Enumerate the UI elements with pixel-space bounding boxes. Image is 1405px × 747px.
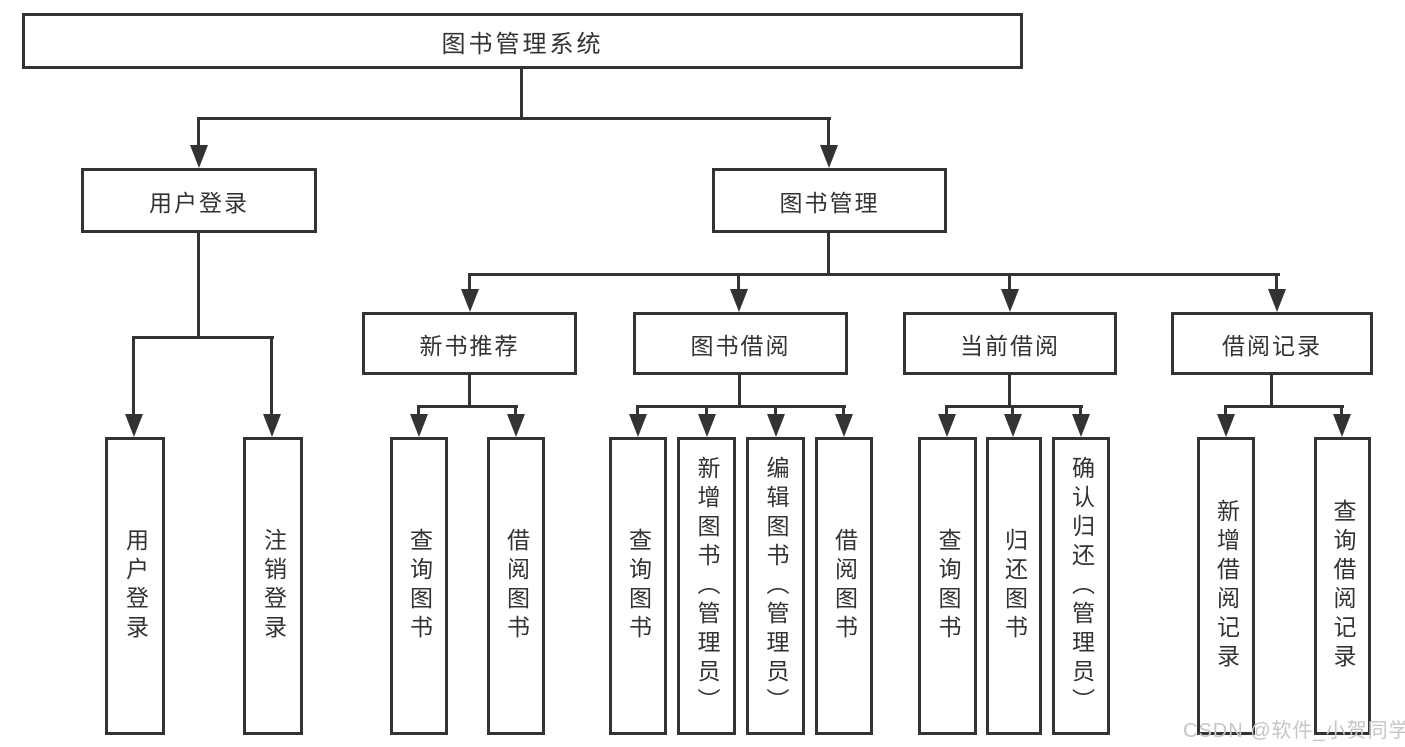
leaf-label: 注销登录	[260, 528, 287, 644]
leaf-label: 查询图书	[406, 528, 433, 644]
connector-line	[520, 69, 523, 120]
connector-line	[1079, 405, 1082, 416]
connector-line	[1008, 375, 1011, 408]
connector-line	[636, 405, 639, 416]
leaf-label: 确认归还（管理员）	[1068, 455, 1095, 717]
leaf-label: 新增借阅记录	[1213, 499, 1240, 673]
leaf-label: 新增图书（管理员）	[694, 455, 720, 717]
connector-line	[132, 336, 135, 416]
leaf-label: 查询图书	[935, 528, 961, 644]
leaf-label: 编辑图书（管理员）	[763, 455, 789, 717]
connector-line	[468, 375, 471, 408]
arrowhead-down-icon	[938, 414, 956, 437]
arrowhead-down-icon	[125, 414, 143, 437]
connector-line	[827, 117, 830, 148]
arrowhead-down-icon	[263, 414, 281, 437]
connector-line	[774, 405, 777, 416]
leaf-borrow-query-books: 查询图书	[609, 437, 667, 735]
connector-line	[132, 336, 274, 339]
connector-line	[738, 375, 741, 408]
node-book-management: 图书管理	[712, 168, 947, 233]
leaf-add-borrow-record: 新增借阅记录	[1197, 437, 1255, 735]
connector-line	[1224, 405, 1344, 408]
node-borrowing-records: 借阅记录	[1171, 312, 1373, 375]
leaf-label: 归还图书	[1001, 528, 1028, 644]
node-label: 当前借阅	[960, 332, 1060, 359]
connector-line	[197, 117, 200, 148]
connector-line	[468, 273, 471, 293]
leaf-label: 查询图书	[625, 528, 652, 644]
connector-line	[1340, 405, 1343, 416]
arrowhead-down-icon	[1268, 289, 1286, 312]
arrowhead-down-icon	[1072, 414, 1090, 437]
connector-line	[945, 405, 948, 416]
connector-line	[417, 405, 518, 408]
arrowhead-down-icon	[820, 145, 838, 168]
connector-line	[270, 336, 273, 416]
node-label: 图书管理系统	[441, 30, 604, 58]
leaf-current-query-books: 查询图书	[918, 437, 977, 735]
connector-line	[1270, 375, 1273, 408]
arrowhead-down-icon	[767, 414, 785, 437]
arrowhead-down-icon	[1004, 414, 1022, 437]
node-user-login: 用户登录	[81, 168, 317, 233]
leaf-rec-query-books: 查询图书	[390, 437, 448, 735]
node-current-borrowing: 当前借阅	[903, 312, 1117, 375]
connector-line	[1224, 405, 1227, 416]
connector-line	[705, 405, 708, 416]
node-new-book-recommendation: 新书推荐	[362, 312, 577, 375]
connector-line	[514, 405, 517, 416]
connector-line	[636, 405, 846, 408]
leaf-edit-books-admin: 编辑图书（管理员）	[746, 437, 805, 735]
arrowhead-down-icon	[730, 289, 748, 312]
leaf-rec-borrow-books: 借阅图书	[487, 437, 545, 735]
connector-line	[197, 117, 831, 120]
leaf-label: 用户登录	[122, 528, 149, 644]
arrowhead-down-icon	[1217, 414, 1235, 437]
arrowhead-down-icon	[1333, 414, 1351, 437]
connector-line	[1011, 405, 1014, 416]
leaf-label: 借阅图书	[831, 528, 858, 644]
connector-line	[417, 405, 420, 416]
node-label: 新书推荐	[419, 332, 520, 359]
connector-line	[945, 405, 1083, 408]
node-library-management-system: 图书管理系统	[22, 13, 1023, 69]
connector-line	[842, 405, 845, 416]
leaf-query-borrow-record: 查询借阅记录	[1314, 437, 1371, 735]
connector-line	[197, 233, 200, 339]
leaf-return-books: 归还图书	[986, 437, 1042, 735]
arrowhead-down-icon	[461, 289, 479, 312]
csdn-watermark: CSDN @软件_小贺同学	[1183, 720, 1405, 742]
node-label: 图书管理	[779, 189, 880, 216]
node-label: 图书借阅	[690, 332, 791, 359]
leaf-logout: 注销登录	[243, 437, 303, 735]
node-book-borrowing: 图书借阅	[633, 312, 848, 375]
node-label: 借阅记录	[1222, 332, 1322, 359]
arrowhead-down-icon	[1001, 289, 1019, 312]
leaf-add-books-admin: 新增图书（管理员）	[677, 437, 736, 735]
leaf-label: 查询借阅记录	[1330, 499, 1356, 673]
leaf-borrow-books: 借阅图书	[815, 437, 873, 735]
arrowhead-down-icon	[507, 414, 525, 437]
connector-line	[737, 273, 740, 293]
arrowhead-down-icon	[190, 145, 208, 168]
arrowhead-down-icon	[835, 414, 853, 437]
leaf-label: 借阅图书	[503, 528, 530, 644]
node-label: 用户登录	[149, 189, 249, 216]
leaf-user-login: 用户登录	[105, 437, 165, 735]
arrowhead-down-icon	[629, 414, 647, 437]
arrowhead-down-icon	[698, 414, 716, 437]
arrowhead-down-icon	[410, 414, 428, 437]
connector-line	[1275, 273, 1278, 293]
connector-line	[1008, 273, 1011, 293]
connector-line	[827, 233, 830, 276]
leaf-confirm-return-admin: 确认归还（管理员）	[1052, 437, 1110, 735]
connector-line	[468, 273, 1280, 276]
